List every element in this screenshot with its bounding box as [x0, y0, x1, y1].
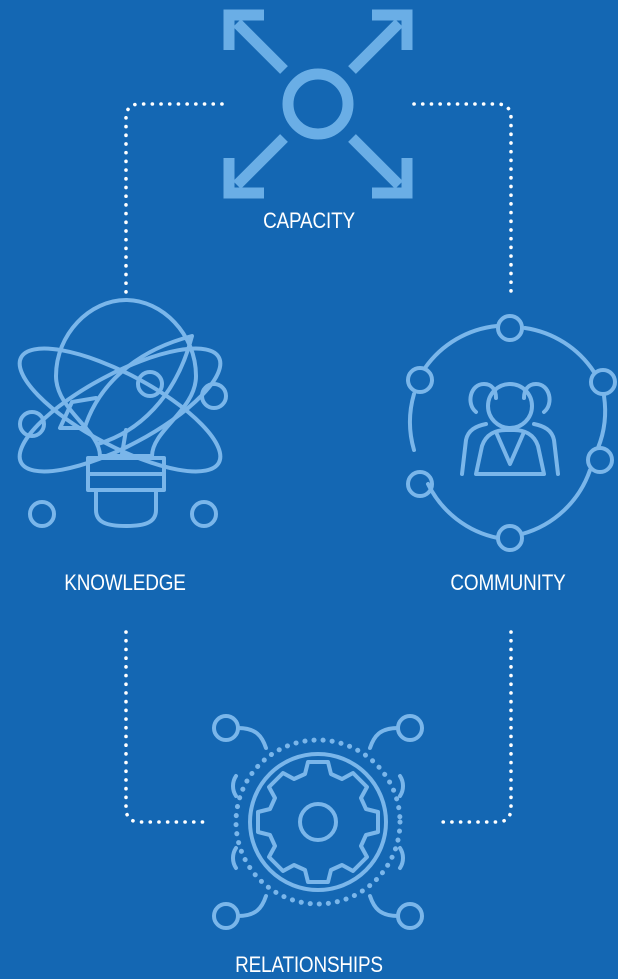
- lightbulb-rocket-icon: [17, 298, 228, 528]
- knowledge-label: KNOWLEDGE: [64, 570, 186, 595]
- community-label: COMMUNITY: [450, 570, 566, 595]
- people-network-icon: [406, 314, 617, 552]
- relationships-label: RELATIONSHIPS: [235, 952, 383, 977]
- capacity-label: CAPACITY: [263, 208, 355, 233]
- gear-network-icon: [212, 714, 424, 930]
- connector-capacity-community: [412, 102, 513, 298]
- connector-community-relationships: [434, 630, 513, 824]
- expand-arrows-icon: [223, 9, 413, 199]
- connector-capacity-knowledge: [124, 102, 224, 298]
- connector-knowledge-relationships: [124, 630, 208, 824]
